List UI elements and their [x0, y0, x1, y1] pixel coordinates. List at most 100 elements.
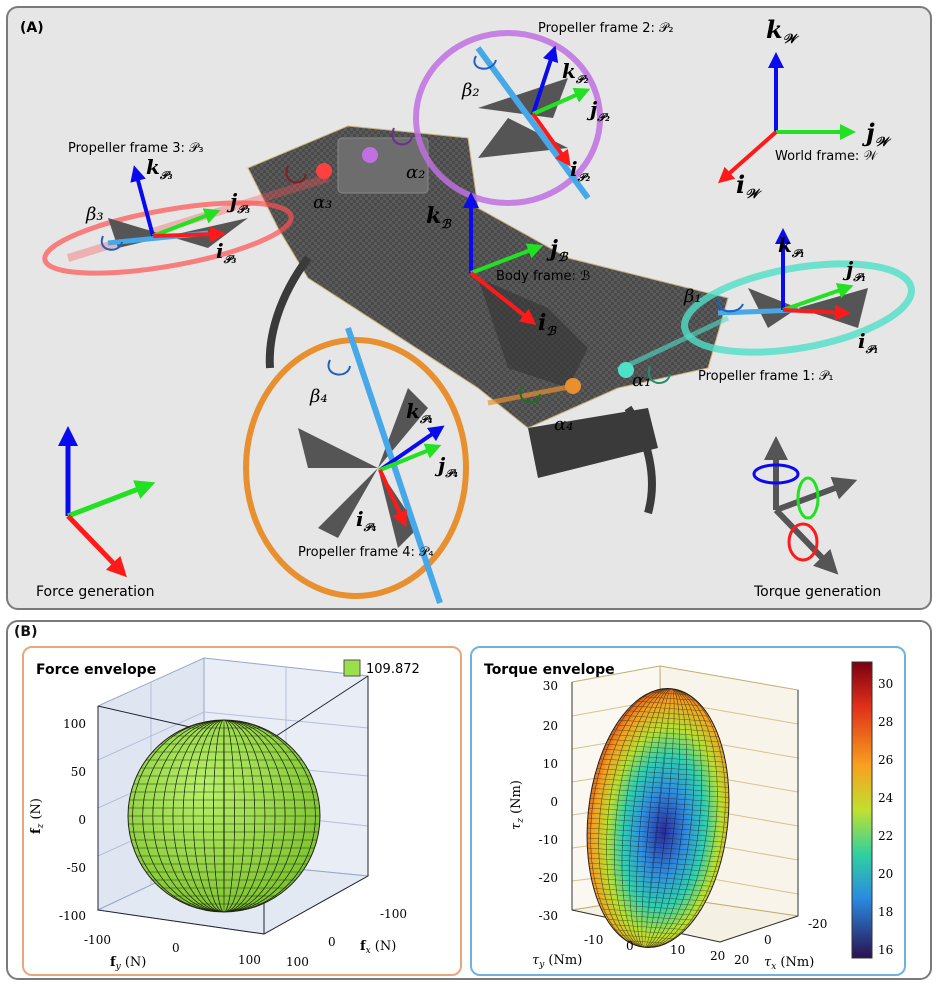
svg-text:20: 20 — [543, 719, 558, 733]
propeller-2 — [413, 30, 603, 206]
svg-text:α₃: α₃ — [313, 192, 332, 213]
joint-dot-3 — [316, 163, 332, 179]
svg-text:0: 0 — [626, 939, 634, 953]
torque-ellipsoid — [574, 681, 742, 955]
svg-text:kℬ: kℬ — [426, 203, 452, 231]
svg-text:0: 0 — [78, 813, 86, 827]
svg-text:18: 18 — [878, 905, 893, 919]
world-frame: k𝒲 j𝒲 i𝒲 World frame: 𝒲 — [718, 15, 892, 202]
svg-text:Propeller frame 1: 𝒫₁: Propeller frame 1: 𝒫₁ — [698, 369, 834, 384]
svg-text:22: 22 — [878, 829, 893, 843]
svg-text:α₂: α₂ — [406, 162, 425, 183]
force-x-ticks: -100 0 100 — [286, 907, 407, 969]
world-k-label: k𝒲 — [766, 15, 800, 47]
svg-text:20: 20 — [710, 949, 725, 963]
svg-text:-20: -20 — [539, 871, 558, 885]
svg-text:j𝒫₃: j𝒫₃ — [226, 189, 250, 216]
torque-y-label: τy (Nm) — [532, 953, 582, 970]
electronics-box — [337, 137, 429, 194]
torque-z-ticks: 30 20 10 0 -10 -20 -30 — [539, 679, 558, 923]
svg-text:β₄: β₄ — [309, 386, 328, 407]
svg-text:100: 100 — [63, 717, 86, 731]
svg-text:Propeller frame 3: 𝒫₃: Propeller frame 3: 𝒫₃ — [68, 141, 204, 156]
svg-text:-20: -20 — [808, 917, 827, 931]
svg-text:-10: -10 — [539, 833, 558, 847]
force-envelope-plot: 109.872 Force envelope 100 50 0 -50 -100… — [29, 657, 420, 972]
force-z-label: fz (N) — [29, 798, 46, 834]
svg-text:β₃: β₃ — [85, 204, 104, 225]
svg-text:-50: -50 — [67, 861, 86, 875]
svg-text:β₁: β₁ — [683, 286, 702, 307]
svg-text:0: 0 — [328, 935, 336, 949]
force-y-label: fy (N) — [110, 955, 146, 972]
svg-text:20: 20 — [734, 953, 749, 967]
torque-generation-caption: Torque generation — [753, 584, 881, 600]
world-frame-caption: World frame: 𝒲 — [775, 149, 878, 164]
svg-text:16: 16 — [878, 943, 893, 957]
svg-text:k𝒫₃: k𝒫₃ — [146, 155, 173, 182]
svg-text:β₂: β₂ — [461, 80, 480, 101]
force-envelope-panel: 109.872 Force envelope 100 50 0 -50 -100… — [22, 646, 462, 976]
propeller-frame-4: k𝒫₄ j𝒫₄ i𝒫₄ β₄ α₄ Propeller frame 4: 𝒫₄ — [298, 359, 573, 560]
svg-text:Propeller frame 2: 𝒫₂: Propeller frame 2: 𝒫₂ — [538, 21, 674, 36]
svg-text:100: 100 — [238, 953, 261, 967]
svg-text:100: 100 — [286, 955, 309, 969]
propeller-frame-1: k𝒫₁ j𝒫₁ i𝒫₁ β₁ α₁ Propeller frame 1: 𝒫₁ — [632, 228, 878, 391]
svg-text:30: 30 — [543, 679, 558, 693]
svg-text:α₁: α₁ — [632, 370, 651, 391]
drone-body — [247, 125, 729, 515]
body-frame-caption: Body frame: ℬ — [496, 269, 590, 284]
svg-text:30: 30 — [878, 677, 893, 691]
panel-a: k𝒲 j𝒲 i𝒲 World frame: 𝒲 kℬ jℬ iℬ Body fr… — [6, 6, 932, 610]
force-sphere — [127, 719, 321, 913]
drone-diagram: k𝒲 j𝒲 i𝒲 World frame: 𝒲 kℬ jℬ iℬ Body fr… — [20, 15, 915, 604]
force-generation-caption: Force generation — [36, 584, 154, 600]
panel-b-label: (B) — [14, 624, 38, 640]
torque-y-ticks: -10 0 10 20 — [584, 933, 725, 963]
svg-text:Propeller frame 4: 𝒫₄: Propeller frame 4: 𝒫₄ — [298, 545, 434, 560]
landing-leg — [624, 405, 656, 515]
torque-envelope-panel: Torque envelope 30 20 10 0 -10 -20 -30 -… — [470, 646, 906, 976]
camera-module — [528, 408, 658, 478]
force-x-label: fx (N) — [360, 939, 396, 956]
svg-text:50: 50 — [71, 765, 86, 779]
svg-text:i𝒫₁: i𝒫₁ — [858, 329, 878, 356]
svg-text:i𝒫₃: i𝒫₃ — [216, 239, 237, 266]
colorbar-ticks: 30 28 26 24 22 20 18 16 — [878, 677, 894, 957]
svg-text:k𝒫₂: k𝒫₂ — [562, 59, 589, 86]
propeller-frame-3: k𝒫₃ j𝒫₃ i𝒫₃ β₃ α₃ Propeller frame 3: 𝒫₃ — [68, 141, 332, 266]
svg-text:i𝒫₄: i𝒫₄ — [356, 507, 377, 534]
joint-dot-4 — [565, 378, 581, 394]
svg-text:24: 24 — [878, 791, 894, 805]
colorbar — [851, 661, 873, 959]
svg-text:α₄: α₄ — [554, 414, 573, 435]
world-j-label: j𝒲 — [862, 118, 892, 150]
svg-text:20: 20 — [878, 867, 893, 881]
joint-dot-2 — [362, 147, 378, 163]
torque-x-ticks: -20 0 20 — [734, 917, 827, 967]
force-generation-icon: Force generation — [36, 426, 156, 600]
svg-text:-100: -100 — [380, 907, 407, 921]
force-envelope-title: Force envelope — [36, 662, 156, 678]
svg-text:k𝒫₁: k𝒫₁ — [778, 233, 805, 260]
svg-text:-10: -10 — [584, 933, 603, 947]
panel-a-label: (A) — [20, 20, 44, 36]
svg-text:10: 10 — [543, 757, 558, 771]
svg-text:j𝒫₄: j𝒫₄ — [434, 453, 458, 480]
svg-text:-100: -100 — [84, 933, 111, 947]
svg-text:jℬ: jℬ — [546, 236, 569, 264]
svg-text:-30: -30 — [539, 909, 558, 923]
force-z-ticks: 100 50 0 -50 -100 — [59, 717, 86, 923]
svg-text:26: 26 — [878, 753, 893, 767]
svg-text:0: 0 — [764, 933, 772, 947]
svg-text:k𝒫₄: k𝒫₄ — [406, 399, 433, 426]
legend-value: 109.872 — [366, 662, 420, 677]
svg-text:0: 0 — [172, 941, 180, 955]
svg-text:28: 28 — [878, 715, 893, 729]
torque-x-label: τx (Nm) — [764, 955, 814, 972]
torque-envelope-title: Torque envelope — [484, 662, 615, 678]
force-y-ticks: -100 0 100 — [84, 933, 261, 967]
torque-envelope-plot: Torque envelope 30 20 10 0 -10 -20 -30 -… — [484, 661, 894, 972]
body-frame: kℬ jℬ iℬ Body frame: ℬ — [426, 192, 590, 338]
legend-swatch — [343, 659, 361, 677]
